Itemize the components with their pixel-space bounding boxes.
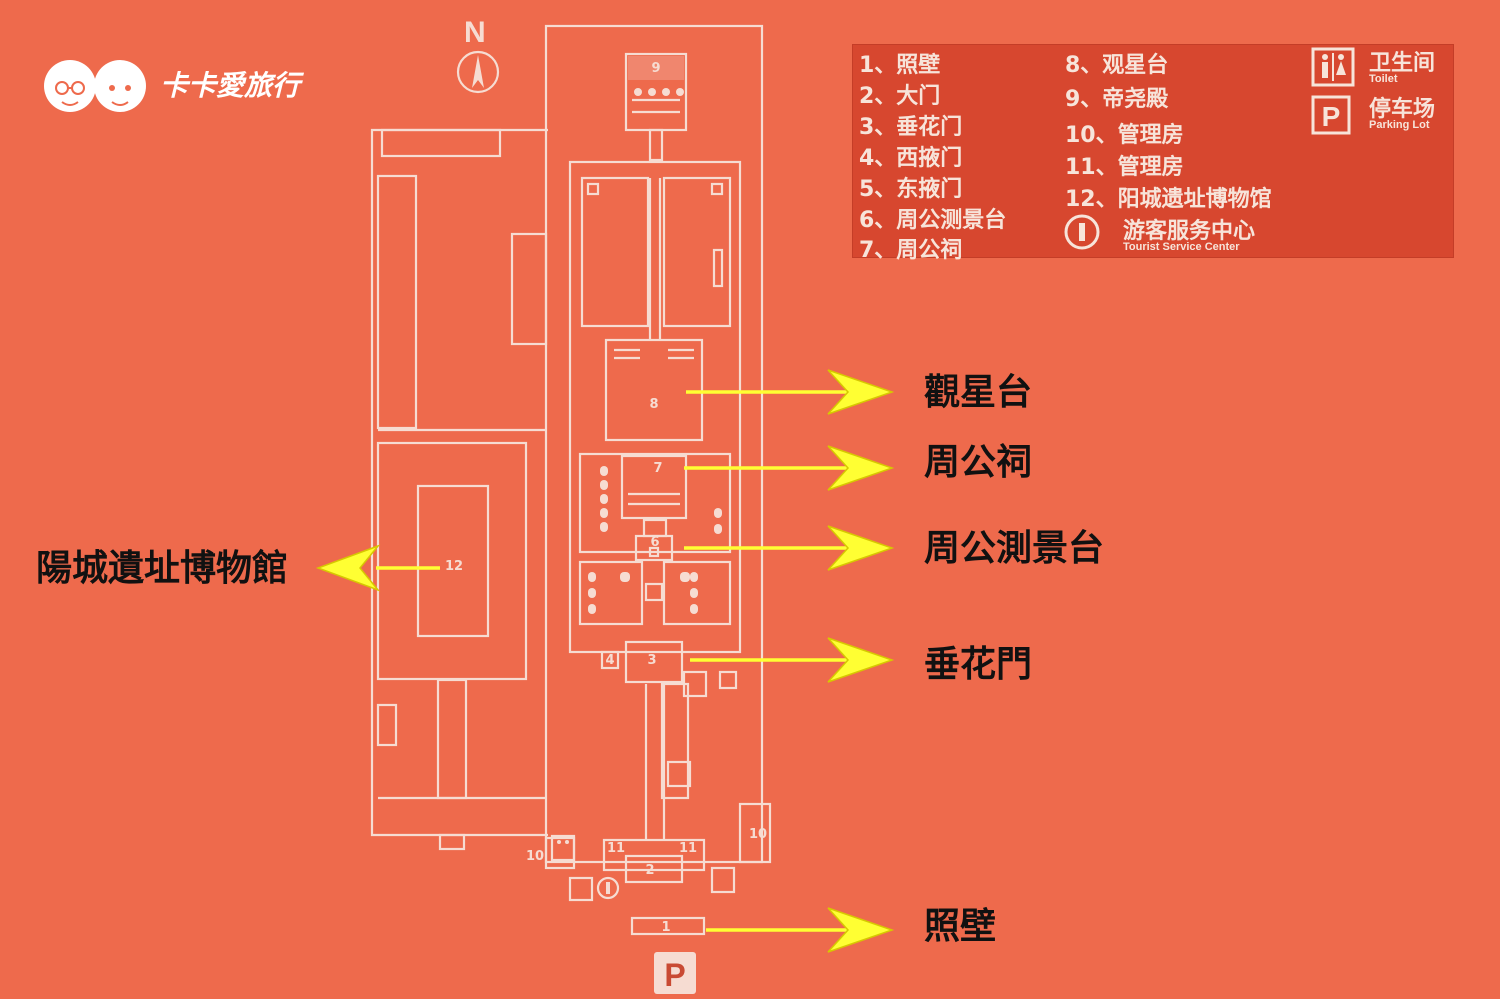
arrow-gate	[690, 637, 895, 683]
map-number-8: 8	[649, 397, 658, 412]
map-legend: 1、照壁 2、大门 3、垂花门 4、西掖门 5、东掖门 6、周公测景台 7、周公…	[852, 44, 1454, 263]
callout-sundial: 周公測景台	[924, 527, 1105, 569]
map-number-10: 10	[749, 827, 767, 842]
brand-faces-icon	[44, 60, 146, 112]
map-number-11: 11	[607, 841, 625, 856]
legend-item: 11、管理房	[1065, 155, 1184, 180]
callout-observatory: 觀星台	[924, 371, 1033, 413]
info-icon	[1064, 214, 1100, 250]
map-number-11: 11	[679, 841, 697, 856]
map-phone-icon	[666, 670, 736, 894]
map-parking-icon: P	[654, 952, 696, 994]
callout-screen-wall: 照壁	[924, 905, 997, 947]
legend-item: 9、帝尧殿	[1065, 87, 1169, 112]
legend-item: 5、东掖门	[859, 177, 963, 202]
compass-icon	[456, 50, 500, 94]
legend-item: 7、周公祠	[859, 238, 963, 263]
legend-parking-sub: Parking Lot	[1369, 119, 1430, 131]
legend-service-center-sub: Tourist Service Center	[1123, 241, 1240, 253]
legend-item: 12、阳城遗址博物馆	[1065, 187, 1272, 212]
map-number-4: 4	[605, 653, 614, 668]
arrow-sundial	[684, 525, 895, 571]
callout-gate: 垂花門	[924, 643, 1033, 685]
arrow-observatory	[686, 369, 895, 415]
arrow-screen-wall	[706, 907, 895, 953]
arrow-museum	[315, 544, 440, 592]
parking-icon: P	[1311, 95, 1351, 135]
legend-item: 3、垂花门	[859, 115, 963, 140]
callout-duke-zhou-temple: 周公祠	[924, 441, 1033, 483]
brand-logo: 卡卡愛旅行	[36, 40, 316, 120]
stone-markers	[588, 88, 722, 614]
legend-parking: 停车场	[1369, 97, 1436, 122]
legend-item: 4、西掖门	[859, 146, 963, 171]
map-number-1: 1	[661, 920, 670, 935]
map-number-9: 9	[651, 61, 660, 76]
map-number-6: 6	[650, 535, 659, 550]
legend-service-center: 游客服务中心	[1123, 219, 1256, 244]
north-label: N	[464, 16, 486, 49]
legend-item: 1、照壁	[859, 53, 941, 78]
map-toilet-icon	[550, 834, 576, 862]
arrow-duke-zhou-temple	[684, 445, 895, 491]
legend-item: 8、观星台	[1065, 53, 1169, 78]
toilet-icon	[1311, 47, 1355, 87]
map-number-10: 10	[526, 849, 544, 864]
svg-text:P: P	[1322, 101, 1341, 132]
map-number-7: 7	[653, 461, 662, 476]
map-service-center-icon	[596, 876, 620, 900]
svg-text:P: P	[664, 957, 685, 993]
map-number-12: 12	[445, 559, 463, 574]
west-wing-outline	[370, 128, 548, 851]
brand-name: 卡卡愛旅行	[160, 69, 301, 102]
main-compound-outline	[544, 24, 772, 936]
legend-item: 6、周公测景台	[859, 208, 1007, 233]
map-accessible-icon	[568, 876, 594, 902]
map-number-2: 2	[645, 863, 654, 878]
map-number-3: 3	[647, 653, 656, 668]
legend-toilet-sub: Toilet	[1369, 73, 1398, 85]
legend-toilet: 卫生间	[1369, 51, 1436, 76]
legend-item: 10、管理房	[1065, 123, 1184, 148]
callout-museum: 陽城遺址博物館	[36, 547, 289, 589]
legend-item: 2、大门	[859, 84, 941, 109]
